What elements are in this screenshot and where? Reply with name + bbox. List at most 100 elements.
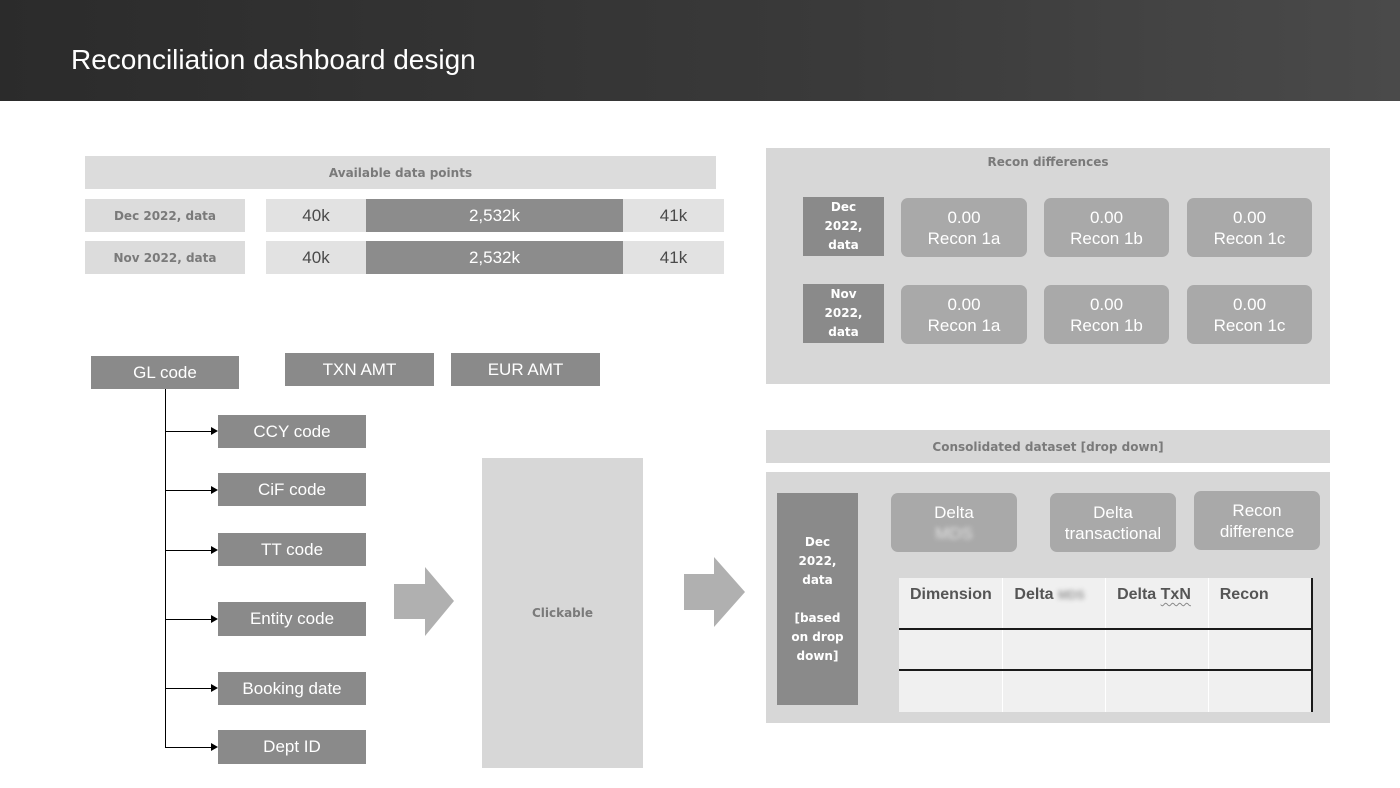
recon-value: 0.00	[1089, 207, 1124, 227]
tt-code-box[interactable]: TT code	[218, 533, 366, 566]
recon-name: Recon 1c	[1213, 228, 1286, 248]
delta-mds-card[interactable]: Delta MDS	[891, 493, 1017, 552]
ccy-code-box[interactable]: CCY code	[218, 415, 366, 448]
arrowhead-icon	[211, 684, 218, 692]
tag-line: Dec	[804, 534, 831, 549]
row-label-nov: Nov 2022, data	[85, 241, 245, 274]
tag-line: data	[828, 238, 859, 252]
data-segment: 40k	[266, 241, 366, 274]
column-header: Dimension	[899, 578, 1004, 630]
recon-period-tag: Nov 2022, data	[803, 284, 884, 343]
card-line: Delta	[934, 502, 974, 522]
recon-value: 0.00	[1089, 294, 1124, 314]
recon-name: Recon 1b	[1070, 228, 1143, 248]
tag-line: down]	[796, 648, 839, 663]
header-text: Delta	[1117, 586, 1157, 603]
column-header: Recon	[1208, 578, 1313, 630]
header-text: Dimension	[910, 586, 992, 603]
header-text: Recon	[1219, 586, 1269, 603]
recon-card-1b[interactable]: 0.00 Recon 1b	[1044, 198, 1169, 257]
tag-line: Dec	[830, 200, 857, 214]
available-data-title: Available data points	[85, 156, 716, 189]
consolidated-table: Dimension Delta MDS Delta TxN Recon	[899, 578, 1313, 712]
recon-differences-title: Recon differences	[987, 155, 1109, 169]
header-text: Delta	[1014, 586, 1054, 603]
data-bar-nov: 40k 2,532k 41k	[266, 241, 724, 274]
header-text-redacted: MDS	[1058, 588, 1085, 602]
header-text: TxN	[1160, 586, 1191, 603]
table-cell	[1105, 670, 1209, 712]
dept-id-box[interactable]: Dept ID	[218, 730, 366, 764]
recon-name: Recon 1a	[927, 228, 1001, 248]
tag-line: 2022,	[824, 306, 863, 320]
data-bar-dec: 40k 2,532k 41k	[266, 199, 724, 232]
txn-amt-box[interactable]: TXN AMT	[285, 353, 434, 386]
table-cell	[1002, 628, 1107, 672]
branch-line	[165, 619, 211, 620]
arrowhead-icon	[211, 427, 218, 435]
tag-line: 2022,	[824, 219, 863, 233]
clickable-panel[interactable]: Clickable	[482, 458, 643, 768]
row-label-dec: Dec 2022, data	[85, 199, 245, 232]
table-cell	[1002, 670, 1107, 712]
arrowhead-icon	[211, 486, 218, 494]
column-header: Delta TxN	[1105, 578, 1209, 630]
tag-line: Nov	[830, 287, 857, 301]
recon-differences-panel: Recon differences Dec 2022, data 0.00 Re…	[766, 148, 1330, 384]
recon-name: Recon 1c	[1213, 315, 1286, 335]
recon-card-1a[interactable]: 0.00 Recon 1a	[901, 285, 1027, 344]
recon-card-1b[interactable]: 0.00 Recon 1b	[1044, 285, 1169, 344]
card-line: Recon	[1232, 500, 1282, 520]
table-cell	[1105, 628, 1209, 672]
consolidated-dropdown[interactable]: Consolidated dataset [drop down]	[766, 430, 1330, 463]
recon-difference-card[interactable]: Recon difference	[1194, 491, 1320, 550]
tag-line: on drop	[791, 629, 844, 644]
data-segment: 2,532k	[366, 241, 623, 274]
tree-trunk-line	[165, 389, 166, 748]
table-cell	[899, 670, 1004, 712]
column-header: Delta MDS	[1002, 578, 1107, 630]
booking-date-box[interactable]: Booking date	[218, 672, 366, 705]
table-cell	[1208, 628, 1313, 672]
recon-value: 0.00	[947, 207, 981, 227]
entity-code-box[interactable]: Entity code	[218, 602, 366, 636]
data-segment: 41k	[623, 199, 724, 232]
table-row[interactable]	[899, 670, 1313, 712]
branch-line	[165, 550, 211, 551]
cif-code-box[interactable]: CiF code	[218, 473, 366, 506]
arrowhead-icon	[211, 743, 218, 751]
branch-line	[165, 431, 211, 432]
right-arrow-icon	[684, 557, 745, 627]
eur-amt-box[interactable]: EUR AMT	[451, 353, 600, 386]
card-line: Delta	[1093, 502, 1133, 522]
data-segment: 41k	[623, 241, 724, 274]
gl-code-box[interactable]: GL code	[91, 356, 239, 389]
card-line-redacted: MDS	[935, 523, 973, 543]
card-line: transactional	[1064, 523, 1162, 543]
tag-line: [based	[794, 610, 841, 625]
right-arrow-icon	[394, 567, 454, 636]
recon-value: 0.00	[1232, 207, 1267, 227]
tag-line: data	[828, 325, 859, 339]
recon-card-1a[interactable]: 0.00 Recon 1a	[901, 198, 1027, 257]
recon-period-tag: Dec 2022, data	[803, 197, 884, 256]
delta-transactional-card[interactable]: Delta transactional	[1050, 493, 1176, 552]
data-segment: 2,532k	[366, 199, 623, 232]
table-cell	[1208, 670, 1313, 712]
page-title: Reconciliation dashboard design	[71, 44, 476, 75]
recon-card-1c[interactable]: 0.00 Recon 1c	[1187, 285, 1312, 344]
arrowhead-icon	[211, 546, 218, 554]
tag-line: 2022,	[798, 553, 837, 568]
recon-value: 0.00	[1232, 294, 1267, 314]
recon-card-1c[interactable]: 0.00 Recon 1c	[1187, 198, 1312, 257]
branch-line	[165, 490, 211, 491]
arrowhead-icon	[211, 615, 218, 623]
card-line: difference	[1219, 521, 1295, 541]
table-header-row: Dimension Delta MDS Delta TxN Recon	[899, 578, 1313, 630]
recon-name: Recon 1b	[1070, 315, 1143, 335]
title-bar: Reconciliation dashboard design	[0, 0, 1400, 101]
table-row[interactable]	[899, 628, 1313, 672]
branch-line	[165, 747, 211, 748]
table-cell	[899, 628, 1004, 672]
consolidated-period-tag: Dec 2022, data [based on drop down]	[777, 493, 858, 705]
